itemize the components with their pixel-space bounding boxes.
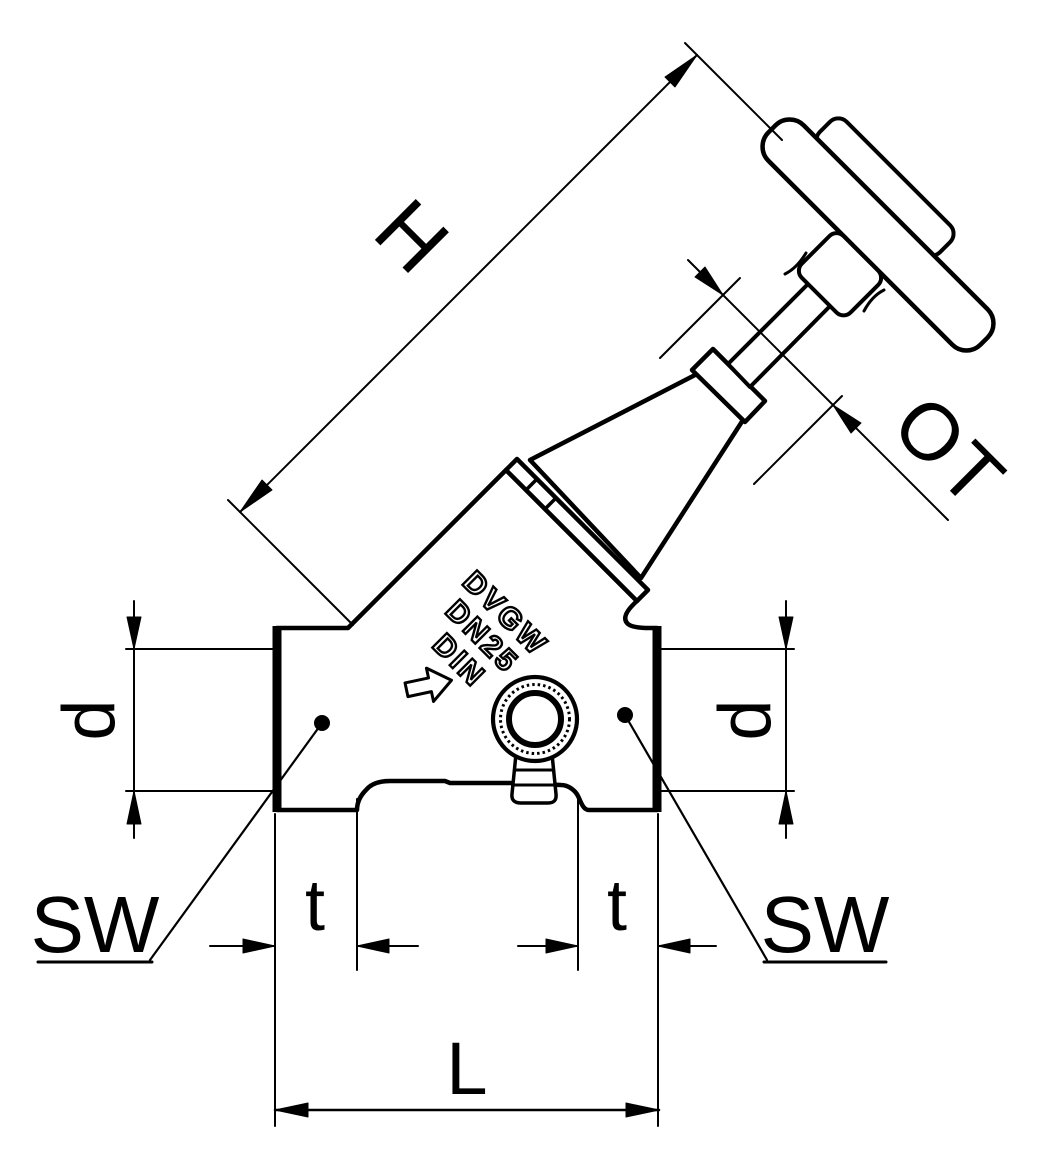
- t-arrowhead: [242, 938, 276, 954]
- dimension-d-left: d: [48, 600, 274, 839]
- dimension-label-t-left: t: [305, 866, 325, 946]
- sw-leader-line: [623, 713, 769, 962]
- d-arrowhead: [778, 616, 794, 650]
- hub-skirt-curve: [783, 251, 808, 276]
- hub-skirt-curve: [862, 288, 886, 313]
- t-arrowhead: [356, 938, 390, 954]
- drain-spout: [510, 752, 558, 805]
- d-arrowhead: [778, 790, 794, 825]
- boss-bore: [506, 690, 564, 748]
- drain-boss: [490, 674, 580, 764]
- ot-arrowhead: [694, 266, 724, 296]
- dimension-label-l: L: [446, 1027, 487, 1110]
- packing-collar: [689, 346, 768, 425]
- h-extension-upper: [684, 42, 783, 141]
- handwheel-hub: [796, 231, 884, 318]
- t-arrowhead: [657, 938, 691, 954]
- h-dimension-line: [239, 54, 698, 513]
- dimension-label-d-right: d: [704, 699, 787, 740]
- d-arrowhead: [126, 790, 142, 825]
- flow-direction-arrow: [403, 666, 453, 703]
- ot-dimension-line: [687, 259, 949, 521]
- handwheel: [760, 116, 996, 353]
- l-arrowhead: [625, 1102, 660, 1118]
- dimension-t-right: t: [517, 794, 717, 971]
- ot-extension-upper: [753, 395, 843, 485]
- dimension-label-h: H: [357, 181, 466, 290]
- t-arrowhead: [545, 938, 579, 954]
- bonnet-flange-nut: [503, 456, 651, 604]
- dimension-label-ot: OT: [876, 378, 1023, 525]
- dimension-label-d-left: d: [48, 699, 131, 740]
- h-extension-lower: [227, 499, 354, 626]
- callout-sw-right: SW: [617, 707, 890, 969]
- hex-flat-mark: [543, 496, 558, 511]
- dimension-label-sw-left: SW: [31, 880, 160, 969]
- bonnet: [503, 346, 768, 604]
- l-arrowhead: [274, 1102, 309, 1118]
- hex-flat-mark: [524, 477, 539, 492]
- dimension-label-t-right: t: [607, 866, 627, 946]
- ot-extension-lower: [659, 277, 741, 359]
- h-arrowhead: [239, 479, 273, 513]
- ot-arrowhead: [832, 404, 862, 434]
- dimension-L: L: [273, 813, 661, 1127]
- boss-knurl-ring: [499, 683, 571, 755]
- dimension-label-sw-right: SW: [761, 880, 890, 969]
- sw-leader-line: [148, 721, 324, 962]
- dimension-d-right: d: [660, 600, 795, 839]
- h-arrowhead: [664, 54, 698, 88]
- dimension-t-left: t: [209, 798, 419, 971]
- callout-sw-left: SW: [31, 715, 330, 969]
- d-arrowhead: [126, 616, 142, 650]
